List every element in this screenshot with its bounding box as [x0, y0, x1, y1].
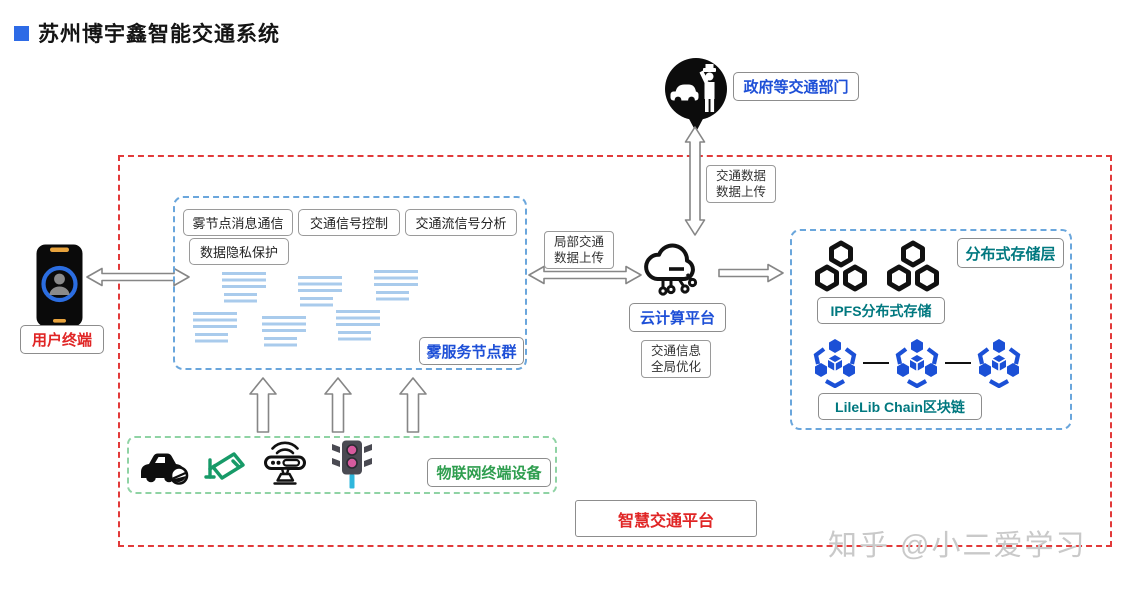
blockchain-node-icon [811, 338, 859, 388]
storage-layer-title: 分布式存储层 [957, 238, 1064, 268]
smartphone-user-icon [36, 244, 83, 327]
fog-server-icon [336, 310, 380, 344]
blockchain-node-icon [975, 338, 1023, 388]
vertical-double-arrow [683, 126, 707, 236]
fog-server-icon [262, 316, 306, 350]
fog-function-chip: 雾节点消息通信 [183, 209, 293, 236]
fog-server-icon [193, 312, 237, 346]
fog-function-chip: 交通流信号分析 [405, 209, 517, 236]
local-upload-note-line2: 数据上传 [553, 251, 604, 265]
global-optimization-line1: 交通信息 [650, 343, 701, 358]
global-optimization-note: 交通信息 全局优化 [641, 340, 711, 378]
blockchain-label: LileLib Chain区块链 [818, 393, 982, 420]
fog-cloud-double-arrow [528, 264, 642, 286]
car-icon [138, 444, 190, 486]
user-fog-double-arrow [86, 266, 190, 288]
hexagon-cluster-icon [810, 240, 872, 293]
iot-devices-label: 物联网终端设备 [427, 458, 551, 487]
fog-function-chip: 数据隐私保护 [189, 238, 289, 265]
fog-cluster-title: 雾服务节点群 [419, 337, 524, 365]
storage-layer-box [790, 229, 1072, 430]
fog-function-chip: 交通信号控制 [298, 209, 400, 236]
chain-link [945, 362, 971, 365]
watermark: 知乎 @小二爱学习 [828, 530, 1087, 562]
cloud-storage-arrow [718, 262, 784, 284]
blockchain-node-icon [893, 338, 941, 388]
cloud-platform-label: 云计算平台 [629, 303, 726, 332]
smart-traffic-platform-boundary [118, 155, 1112, 547]
traffic-light-icon [330, 439, 374, 491]
fog-server-icon [222, 272, 266, 306]
up-arrow [399, 377, 427, 433]
up-arrow [249, 377, 277, 433]
traffic-officer-pin-icon [663, 55, 729, 133]
road-sensor-icon [261, 440, 309, 487]
cctv-camera-icon [203, 446, 249, 486]
fog-server-icon [298, 276, 342, 310]
fog-server-icon [374, 270, 418, 304]
chain-link [863, 362, 889, 365]
gov-upload-note-line2: 数据上传 [715, 185, 766, 199]
hexagon-cluster-icon [882, 240, 944, 293]
local-upload-note-line1: 局部交通 [553, 234, 604, 249]
fog-cluster-box [173, 196, 527, 370]
ipfs-storage-label: IPFS分布式存储 [817, 297, 945, 324]
title-bullet-icon [14, 26, 29, 41]
local-upload-note: 局部交通 数据上传 [544, 231, 614, 269]
iot-devices-box [127, 436, 557, 494]
up-arrow [324, 377, 352, 433]
global-optimization-line2: 全局优化 [650, 360, 701, 374]
platform-title: 智慧交通平台 [575, 500, 757, 537]
gov-upload-note: 交通数据 数据上传 [706, 165, 776, 203]
page-title: 苏州博宇鑫智能交通系统 [38, 23, 280, 46]
gov-upload-note-line1: 交通数据 [715, 168, 766, 183]
government-label: 政府等交通部门 [733, 72, 859, 101]
user-terminal-label: 用户终端 [20, 325, 104, 354]
iot-cloud-icon [641, 238, 701, 302]
